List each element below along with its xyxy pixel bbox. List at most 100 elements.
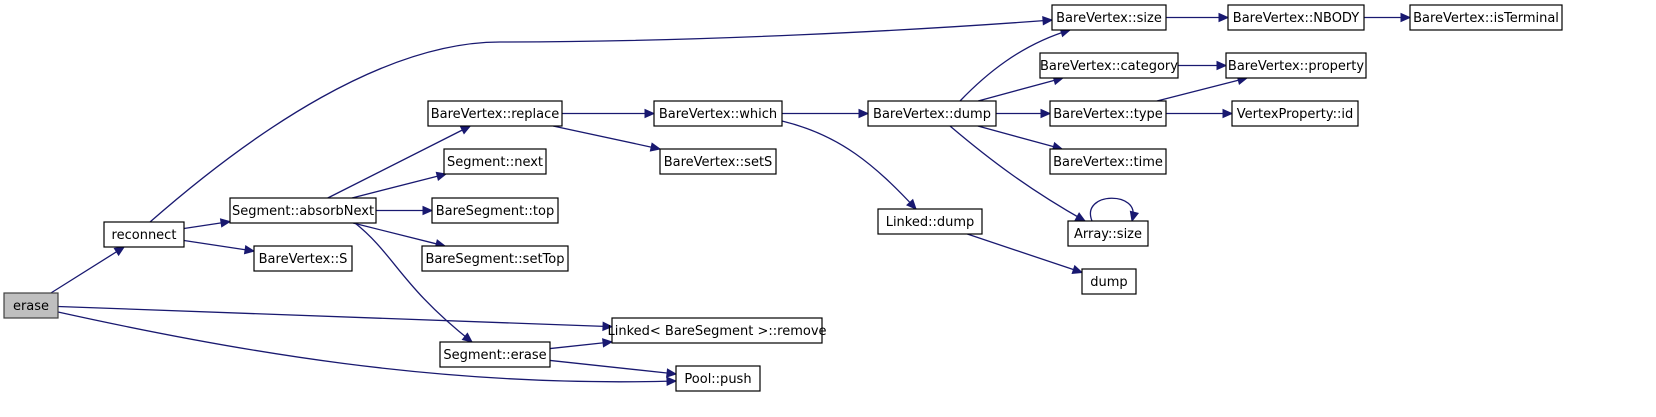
node-label: BareVertex::setS bbox=[664, 155, 773, 170]
node-box bbox=[253, 245, 353, 272]
node-box bbox=[1227, 4, 1365, 31]
edge-reconnect-to-bvS bbox=[183, 239, 247, 251]
node-segNext[interactable]: Segment::next bbox=[443, 148, 547, 175]
edge-erase-to-reconnect-arrowhead bbox=[113, 246, 126, 257]
edge-reconnect-to-absorbNext-arrowhead bbox=[219, 218, 232, 228]
node-reconnect[interactable]: reconnect bbox=[103, 221, 185, 248]
node-box bbox=[653, 100, 783, 127]
node-box bbox=[1081, 268, 1137, 295]
node-setS[interactable]: BareVertex::setS bbox=[659, 148, 777, 175]
node-label: BareVertex::dump bbox=[873, 107, 991, 122]
node-vpId[interactable]: VertexProperty::id bbox=[1231, 100, 1359, 127]
edge-absorbNext-to-replace bbox=[327, 129, 464, 199]
node-bvDump[interactable]: BareVertex::dump bbox=[867, 100, 997, 127]
node-label: dump bbox=[1090, 275, 1127, 290]
node-label: Segment::erase bbox=[443, 348, 546, 363]
edge-replace-to-setS-arrowhead bbox=[649, 142, 662, 152]
edge-absorbNext-to-segNext bbox=[351, 175, 439, 199]
node-box bbox=[1231, 100, 1359, 127]
edge-absorbNext-to-segErase bbox=[354, 222, 473, 343]
node-segErase[interactable]: Segment::erase bbox=[439, 341, 551, 368]
node-label: BareVertex::category bbox=[1040, 59, 1178, 74]
node-box bbox=[427, 100, 563, 127]
edge-bvDump-to-arraySize bbox=[949, 125, 1086, 222]
node-label: Segment::absorbNext bbox=[232, 204, 374, 219]
edge-absorbNext-to-bsTop-arrowhead bbox=[422, 205, 434, 216]
edge-reconnect-to-bvSize bbox=[149, 19, 1053, 223]
edge-bvDump-to-category bbox=[977, 79, 1056, 102]
node-label: VertexProperty::id bbox=[1237, 107, 1353, 122]
edge-bvType-to-property bbox=[1156, 79, 1240, 102]
edge-reconnect-to-bvSize-arrowhead bbox=[1042, 15, 1054, 26]
node-label: BareVertex::replace bbox=[431, 107, 560, 122]
node-box bbox=[1067, 220, 1149, 247]
node-box bbox=[877, 208, 983, 235]
node-label: erase bbox=[13, 299, 49, 314]
edge-reconnect-to-absorbNext bbox=[183, 222, 223, 230]
node-label: Linked::dump bbox=[886, 215, 975, 230]
edge-erase-to-linkedRemove-arrowhead bbox=[602, 321, 614, 332]
node-bsSetTop[interactable]: BareSegment::setTop bbox=[421, 245, 569, 272]
node-erase[interactable]: erase bbox=[3, 292, 59, 319]
edge-linkedDump-to-dump-arrowhead bbox=[1071, 264, 1084, 274]
edge-linkedDump-to-dump bbox=[967, 233, 1075, 271]
node-bvTime[interactable]: BareVertex::time bbox=[1049, 148, 1167, 175]
edge-segErase-to-linkedRemove-arrowhead bbox=[602, 338, 614, 348]
node-label: Segment::next bbox=[447, 155, 543, 170]
node-linkedDump[interactable]: Linked::dump bbox=[877, 208, 983, 235]
node-bvSize[interactable]: BareVertex::size bbox=[1051, 4, 1167, 31]
edge-absorbNext-to-replace-arrowhead bbox=[459, 125, 472, 135]
node-label: Linked< BareSegment >::remove bbox=[607, 324, 826, 339]
edge-segErase-to-poolPush-arrowhead bbox=[666, 368, 678, 378]
node-box bbox=[1225, 52, 1367, 79]
node-box bbox=[1039, 52, 1179, 79]
edge-erase-to-reconnect bbox=[50, 250, 118, 294]
node-category[interactable]: BareVertex::category bbox=[1039, 52, 1179, 79]
node-poolPush[interactable]: Pool::push bbox=[675, 365, 761, 392]
edge-bvType-to-vpId-arrowhead bbox=[1222, 108, 1234, 119]
node-box bbox=[439, 341, 551, 368]
node-box bbox=[1049, 148, 1167, 175]
edge-which-to-linkedDump-arrowhead bbox=[906, 198, 917, 210]
edge-nbody-to-isTerminal-arrowhead bbox=[1400, 12, 1412, 23]
edge-segErase-to-linkedRemove bbox=[549, 342, 605, 350]
edge-bvDump-to-bvType-arrowhead bbox=[1040, 108, 1052, 119]
node-which[interactable]: BareVertex::which bbox=[653, 100, 783, 127]
node-label: BareVertex::type bbox=[1053, 107, 1163, 122]
node-label: reconnect bbox=[112, 228, 177, 243]
node-bvType[interactable]: BareVertex::type bbox=[1049, 100, 1167, 127]
node-box bbox=[443, 148, 547, 175]
node-box bbox=[611, 317, 823, 344]
node-box bbox=[421, 245, 569, 272]
node-label: BareVertex::time bbox=[1053, 155, 1163, 170]
node-label: BareVertex::isTerminal bbox=[1413, 11, 1559, 26]
edge-which-to-bvDump-arrowhead bbox=[858, 108, 870, 119]
edge-segErase-to-poolPush bbox=[549, 359, 669, 374]
node-isTerminal[interactable]: BareVertex::isTerminal bbox=[1409, 4, 1563, 31]
node-bsTop[interactable]: BareSegment::top bbox=[431, 197, 559, 224]
node-linkedRemove[interactable]: Linked< BareSegment >::remove bbox=[607, 317, 827, 344]
edge-arraySize-to-arraySize-arrowhead bbox=[1129, 210, 1139, 223]
node-arraySize[interactable]: Array::size bbox=[1067, 220, 1149, 247]
edge-replace-to-which-arrowhead bbox=[644, 108, 656, 119]
edge-reconnect-to-bvS-arrowhead bbox=[243, 244, 256, 255]
node-replace[interactable]: BareVertex::replace bbox=[427, 100, 563, 127]
edge-arraySize-to-arraySize bbox=[1089, 197, 1134, 222]
node-label: BareVertex::size bbox=[1056, 11, 1162, 26]
node-box bbox=[431, 197, 559, 224]
node-label: BareVertex::NBODY bbox=[1233, 11, 1359, 26]
node-bvS[interactable]: BareVertex::S bbox=[253, 245, 353, 272]
node-box bbox=[659, 148, 777, 175]
node-box bbox=[103, 221, 185, 248]
node-nbody[interactable]: BareVertex::NBODY bbox=[1227, 4, 1365, 31]
node-box bbox=[3, 292, 59, 319]
node-property[interactable]: BareVertex::property bbox=[1225, 52, 1367, 79]
edge-erase-to-linkedRemove bbox=[57, 305, 605, 328]
edge-erase-to-poolPush bbox=[57, 311, 677, 383]
node-absorbNext[interactable]: Segment::absorbNext bbox=[229, 197, 377, 224]
edge-category-to-property-arrowhead bbox=[1216, 60, 1228, 71]
edge-bvDump-to-arraySize-arrowhead bbox=[1074, 212, 1087, 222]
node-label: BareSegment::setTop bbox=[425, 252, 564, 267]
node-dump[interactable]: dump bbox=[1081, 268, 1137, 295]
node-layer: erasereconnectSegment::absorbNextBareVer… bbox=[3, 4, 1563, 392]
